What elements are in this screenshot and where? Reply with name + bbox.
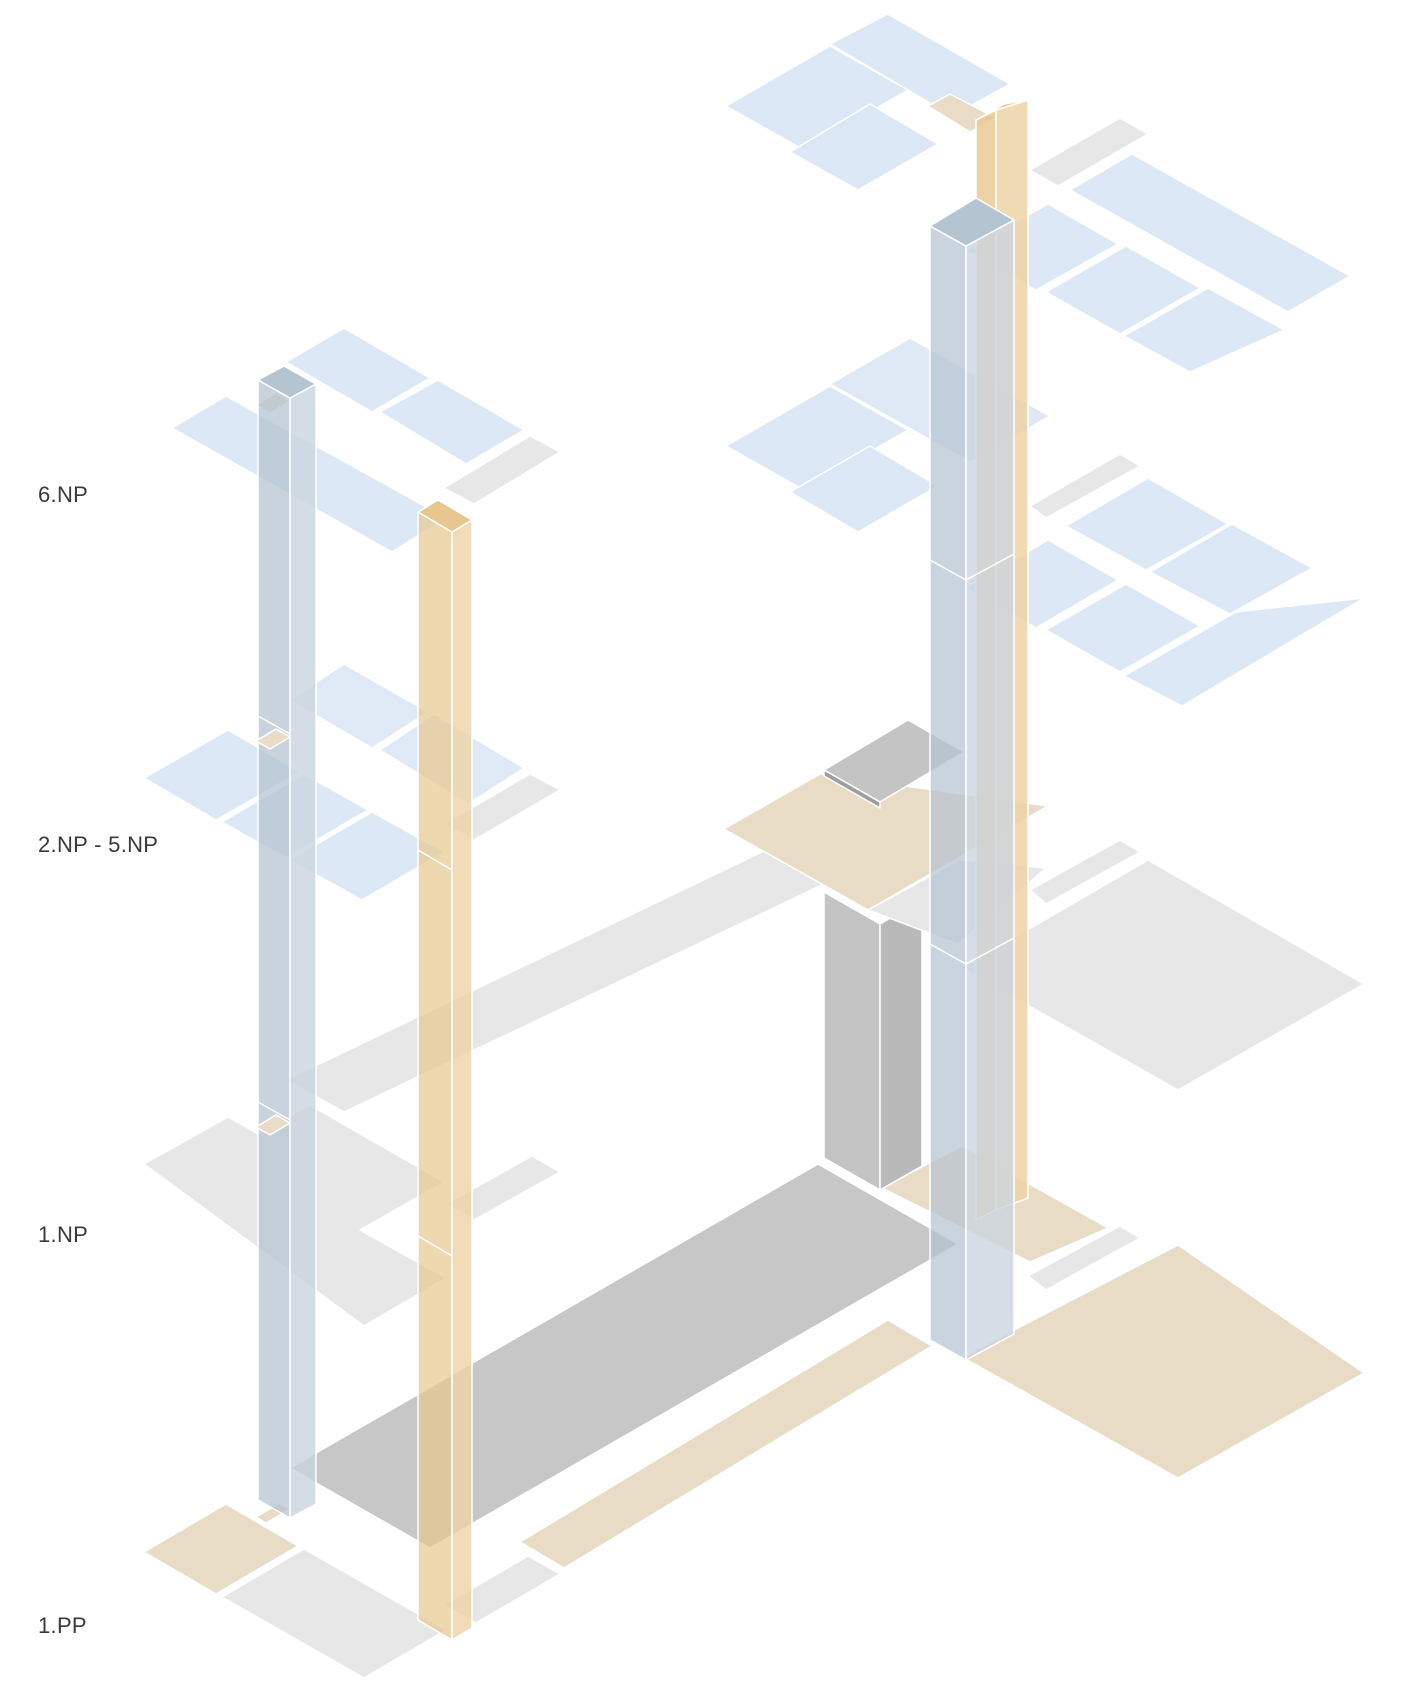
level-label-6np: 6.NP — [38, 482, 88, 508]
right-lift-core — [930, 198, 1014, 1360]
basement-commercial-large — [962, 1245, 1364, 1478]
right-lift-front — [930, 226, 966, 1360]
top-floor-right — [726, 14, 1350, 372]
left-lift-front — [258, 380, 290, 1518]
ground-dark-pillar — [824, 892, 880, 1190]
typical-floor-left — [144, 664, 560, 900]
level-label-2np-5np: 2.NP - 5.NP — [38, 832, 158, 858]
left-lift-side — [290, 384, 316, 1518]
level-label-1pp: 1.PP — [38, 1613, 87, 1639]
left-stair-front — [418, 512, 452, 1640]
left-stair-core — [418, 500, 472, 1640]
ground-dark-pillar-side — [880, 900, 922, 1190]
level-label-1np: 1.NP — [38, 1222, 88, 1248]
left-stair-side — [452, 520, 472, 1640]
left-lift-core — [258, 366, 316, 1518]
typical-floor-right — [726, 338, 1364, 706]
top-floor-left — [172, 328, 560, 552]
right-lift-side — [966, 220, 1014, 1360]
